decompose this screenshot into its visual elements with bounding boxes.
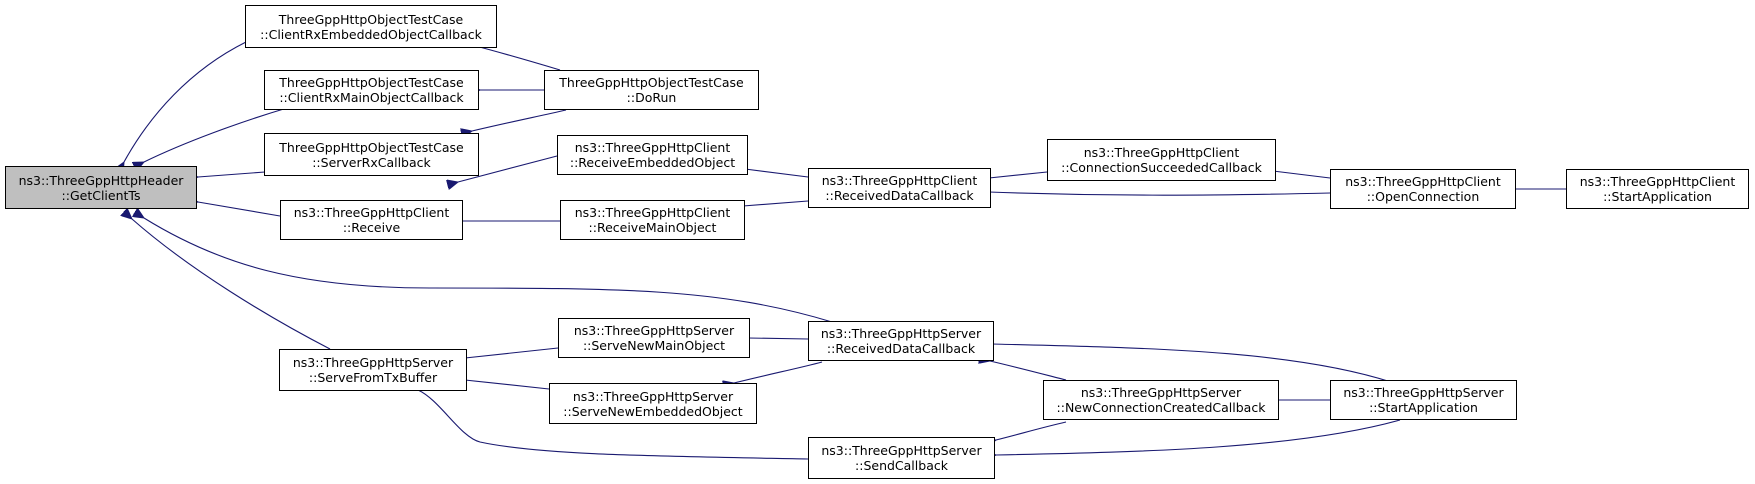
node-client-conn-succ[interactable]: ns3::ThreeGppHttpClient ::ConnectionSucc… [1047,139,1276,181]
node-client-start-line2: ::StartApplication [1603,189,1712,204]
edge-server-start-to-server-send [996,419,1401,455]
edge-tc-server-rx-to-root [198,171,266,177]
node-server-sneo-line1: ns3::ThreeGppHttpServer [572,388,734,404]
node-server-start-line2: ::StartApplication [1369,400,1478,415]
node-server-start-line1: ns3::ThreeGppHttpServer [1343,385,1504,400]
edge-server-rdc-to-server-sneo [734,361,823,383]
edge-client-open-to-client-rdc [989,192,1331,195]
node-server-snmo-line2: ::ServeNewMainObject [582,338,726,353]
node-server-ncc-line1: ns3::ThreeGppHttpServer [1080,385,1242,400]
edge-tc-rx-main-to-root [144,107,288,162]
node-server-sneo[interactable]: ns3::ThreeGppHttpServer ::ServeNewEmbedd… [549,383,757,424]
node-root-line2: ::GetClientTs [61,187,141,203]
node-server-sftb-line2: ::ServeFromTxBuffer [308,370,438,385]
node-client-recv-emb[interactable]: ns3::ThreeGppHttpClient ::ReceiveEmbedde… [557,135,748,175]
edge-client-rdc-to-client-recv-emb [745,169,809,178]
edge-client-rdc-to-client-recv-main [743,200,809,206]
edge-server-ncc-to-server-rdc [990,361,1067,381]
edge-server-ncc-to-server-send [996,421,1067,440]
node-server-rdc[interactable]: ns3::ThreeGppHttpServer ::ReceivedDataCa… [808,321,994,361]
edge-server-send-to-server-sftb [418,390,809,460]
node-client-recv-main-line1: ns3::ThreeGppHttpClient [574,205,731,220]
node-tc-rx-embedded-line2: ::ClientRxEmbeddedObjectCallback [260,26,482,42]
node-tc-rx-main-line2: ::ClientRxMainObjectCallback [279,90,464,105]
node-tc-server-rx-line2: ::ServerRxCallback [312,154,431,170]
edge-server-start-to-server-rdc [992,344,1401,386]
node-server-ncc[interactable]: ns3::ThreeGppHttpServer ::NewConnectionC… [1043,380,1279,420]
node-client-conn-succ-line1: ns3::ThreeGppHttpClient [1083,145,1240,160]
node-client-rdc[interactable]: ns3::ThreeGppHttpClient ::ReceivedDataCa… [808,168,991,208]
edge-server-rdc-to-server-snmo [748,338,809,339]
edge-client-conn-succ-to-client-rdc [989,171,1048,178]
node-tc-server-rx-line1: ThreeGppHttpObjectTestCase [279,139,464,155]
node-tc-dorun-line2: ::DoRun [626,90,677,105]
node-tc-rx-embedded-line1: ThreeGppHttpObjectTestCase [278,11,464,27]
node-client-conn-succ-line2: ::ConnectionSucceededCallback [1061,160,1262,175]
node-client-rdc-line2: ::ReceivedDataCallback [825,188,974,203]
node-server-rdc-line2: ::ReceivedDataCallback [826,341,976,356]
node-tc-server-rx[interactable]: ThreeGppHttpObjectTestCase ::ServerRxCal… [264,133,479,176]
node-tc-rx-main[interactable]: ThreeGppHttpObjectTestCase ::ClientRxMai… [264,70,479,110]
edge-server-rdc-to-root [144,218,833,323]
node-client-recv-emb-line2: ::ReceiveEmbeddedObject [569,155,736,170]
edge-server-sneo-to-server-sftb [465,380,550,390]
node-server-sftb-line1: ns3::ThreeGppHttpServer [292,355,454,370]
edge-server-sftb-to-root [132,219,331,350]
node-client-receive-line2: ::Receive [342,220,401,235]
edge-client-receive-to-root [198,202,281,217]
node-server-ncc-line2: ::NewConnectionCreatedCallback [1056,400,1266,415]
node-server-start[interactable]: ns3::ThreeGppHttpServer ::StartApplicati… [1330,380,1517,420]
node-server-send-line1: ns3::ThreeGppHttpServer [821,443,982,458]
node-root: ns3::ThreeGppHttpHeader ::GetClientTs [5,166,197,209]
node-server-sneo-line2: ::ServeNewEmbeddedObject [563,403,743,419]
edge-tc-rx-embedded-to-root [124,41,247,162]
node-client-rdc-line1: ns3::ThreeGppHttpClient [821,173,978,188]
node-client-recv-main-line2: ::ReceiveMainObject [588,220,717,235]
node-tc-dorun-line1: ThreeGppHttpObjectTestCase [559,75,744,90]
node-client-open-line2: ::OpenConnection [1366,189,1480,204]
node-server-sftb[interactable]: ns3::ThreeGppHttpServer ::ServeFromTxBuf… [279,349,467,391]
node-client-start-line1: ns3::ThreeGppHttpClient [1579,174,1736,189]
edge-dorun-to-tc-rx-embedded [472,45,561,71]
node-server-rdc-line1: ns3::ThreeGppHttpServer [820,326,982,341]
node-server-snmo[interactable]: ns3::ThreeGppHttpServer ::ServeNewMainOb… [558,318,750,358]
edge-dorun-to-tc-server-rx [472,109,567,131]
node-tc-rx-main-line1: ThreeGppHttpObjectTestCase [279,75,464,90]
node-tc-dorun[interactable]: ThreeGppHttpObjectTestCase ::DoRun [544,70,759,110]
node-root-line1: ns3::ThreeGppHttpHeader [18,172,184,188]
node-client-open-line1: ns3::ThreeGppHttpClient [1345,174,1501,189]
node-server-snmo-line1: ns3::ThreeGppHttpServer [573,323,735,338]
node-server-send[interactable]: ns3::ThreeGppHttpServer ::SendCallback [808,437,995,479]
node-server-send-line2: ::SendCallback [855,458,948,473]
edge-client-recv-emb-to-client-receive [458,155,558,182]
node-client-receive[interactable]: ns3::ThreeGppHttpClient ::Receive [280,200,463,240]
edge-client-open-to-client-conn-succ [1273,171,1331,179]
node-tc-rx-embedded[interactable]: ThreeGppHttpObjectTestCase ::ClientRxEmb… [245,5,497,48]
edge-server-snmo-to-server-sftb [465,347,559,358]
node-client-start[interactable]: ns3::ThreeGppHttpClient ::StartApplicati… [1566,169,1749,209]
node-client-recv-emb-line1: ns3::ThreeGppHttpClient [574,140,731,155]
node-client-open[interactable]: ns3::ThreeGppHttpClient ::OpenConnection [1330,169,1516,209]
node-client-receive-line1: ns3::ThreeGppHttpClient [293,205,450,220]
node-client-recv-main[interactable]: ns3::ThreeGppHttpClient ::ReceiveMainObj… [560,200,745,240]
